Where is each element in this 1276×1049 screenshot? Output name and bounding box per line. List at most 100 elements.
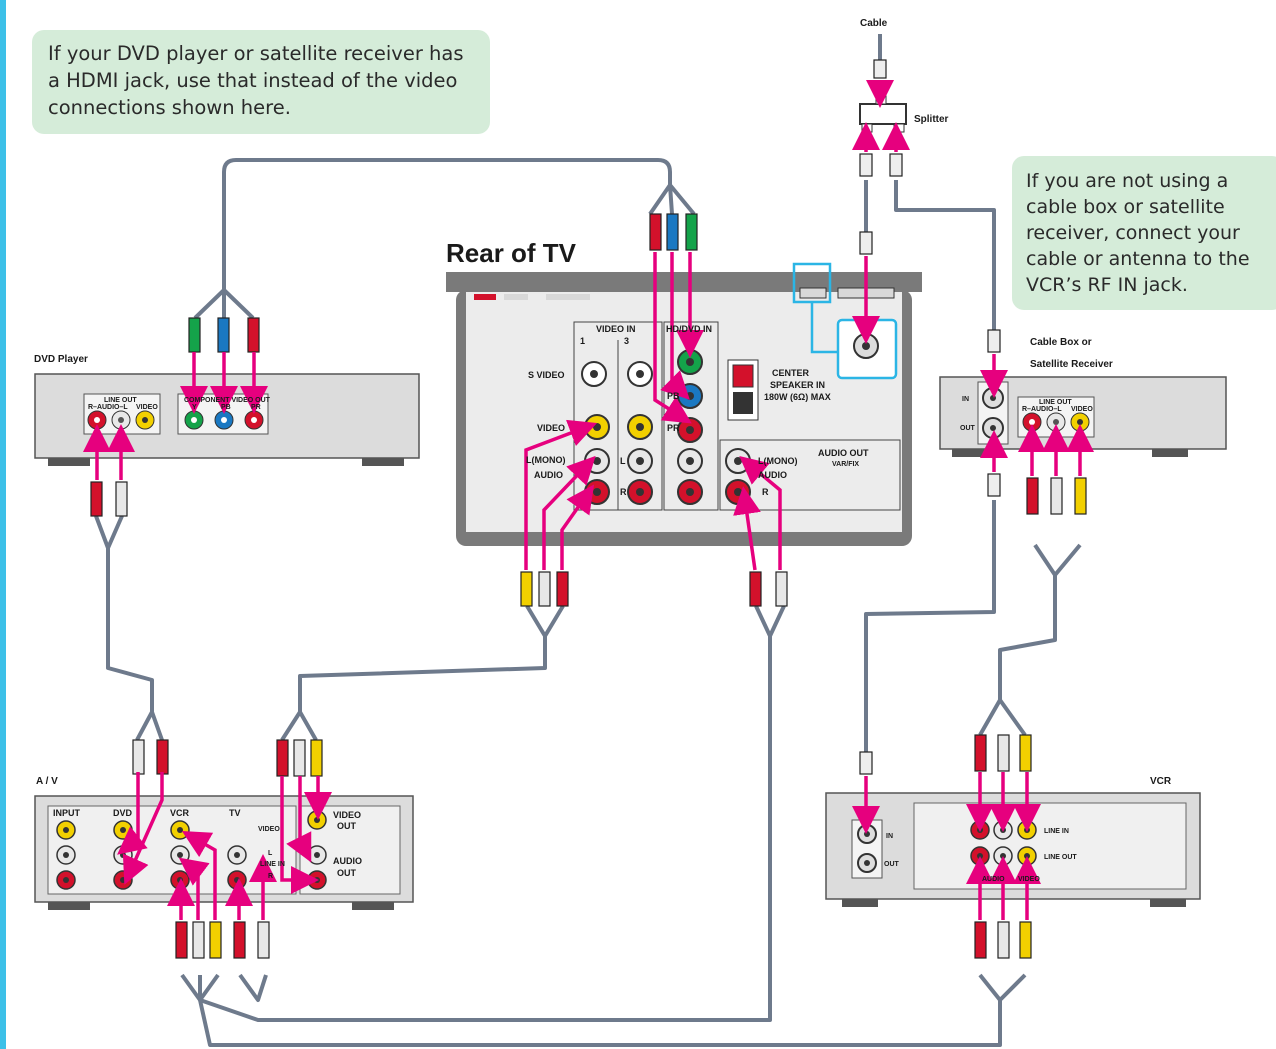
av-label-dvd: DVD: [113, 808, 133, 818]
box-rf-out: [982, 417, 1004, 439]
av-tv-r: [227, 870, 247, 890]
tv-label-video: VIDEO: [537, 423, 565, 433]
label-vcr: VCR: [1150, 776, 1172, 787]
dvd-label-line-out: LINE OUT: [104, 397, 137, 404]
label-dvd-player: DVD Player: [34, 354, 88, 365]
tv-jack-l-3: [627, 448, 653, 474]
av-label-video-out: VIDEO: [333, 810, 361, 820]
av-label-audio-out: AUDIO: [333, 856, 362, 866]
av-video-out: [307, 810, 327, 830]
tv-label-pr: PR: [667, 423, 680, 433]
vcr-line-out-r: [970, 846, 990, 866]
tv-label-in3: 3: [624, 336, 629, 346]
note-hdmi: If your DVD player or satellite receiver…: [32, 30, 490, 134]
tv-jack-hd-l: [677, 448, 703, 474]
cable-dvd-audio: [106, 548, 154, 712]
av-label-r: R: [268, 873, 273, 880]
box-label-video: VIDEO: [1071, 406, 1093, 413]
dvd-label-component: COMPONENT VIDEO OUT: [184, 397, 271, 404]
vcr-label-video: VIDEO: [1018, 876, 1040, 883]
vcr-label-line-in: LINE IN: [1044, 828, 1069, 835]
tv-label-l-mono: L(MONO): [526, 455, 566, 465]
cable-tv-audio-vcr: [199, 636, 772, 1022]
splitter: [859, 95, 907, 133]
tv-jack-l-1: [584, 448, 610, 474]
tv-jack-video-1: [584, 414, 610, 440]
av-input-video: [56, 820, 76, 840]
av-label-l: L: [268, 850, 273, 857]
cable-splitter-box: [894, 180, 996, 330]
vcr-label-audio: AUDIO: [982, 876, 1005, 883]
vcr-label-line-out: LINE OUT: [1044, 854, 1077, 861]
tv-label-out-l-mono: L(MONO): [758, 456, 798, 466]
av-label-video: VIDEO: [258, 826, 280, 833]
label-cable-box-1: Cable Box or: [1030, 337, 1092, 348]
av-dvd-video: [113, 820, 133, 840]
tv-label-video-in: VIDEO IN: [596, 324, 636, 334]
cable-box-vcr-rf: [864, 500, 996, 752]
tv-label-speaker-in: SPEAKER IN: [770, 380, 825, 390]
tv-label-s-video: S VIDEO: [528, 370, 565, 380]
av-tv-l: [227, 845, 247, 865]
av-vcr-l: [170, 845, 190, 865]
tv-label-hd-dvd-in: HD/DVD IN: [666, 324, 712, 334]
note-antenna: If you are not using a cable box or sate…: [1012, 156, 1276, 310]
vcr-label-in: IN: [886, 833, 893, 840]
av-label-tv: TV: [229, 808, 241, 818]
vcr-rf-out: [857, 853, 877, 873]
vcr-line-out-l: [993, 846, 1013, 866]
dvd-jack-l: [111, 410, 131, 430]
left-accent-bar: [0, 0, 6, 1049]
dvd-jack-y: [184, 410, 204, 430]
cable-box-vcr-audio: [998, 575, 1057, 700]
box-label-out: OUT: [960, 425, 976, 432]
tv-label-in1: 1: [580, 336, 585, 346]
tv-jack-pb: [677, 383, 703, 409]
tv-label-out-r: R: [762, 487, 769, 497]
vcr-label-out: OUT: [884, 861, 900, 868]
av-label-line-in: LINE IN: [260, 861, 285, 868]
tv-jack-r-1: [584, 479, 610, 505]
cable-box: [939, 376, 1227, 457]
av-label-audio-out-2: OUT: [337, 868, 357, 878]
tv-svideo-3: [627, 361, 653, 387]
tv-label-var-fix: VAR/FIX: [832, 461, 859, 468]
box-jack-video: [1070, 412, 1090, 432]
tv-jack-video-3: [627, 414, 653, 440]
av-input-l: [56, 845, 76, 865]
tv-label-center: CENTER: [772, 368, 810, 378]
vcr: [825, 792, 1201, 907]
label-splitter: Splitter: [914, 114, 949, 125]
tv-jack-y: [677, 349, 703, 375]
av-input-r: [56, 870, 76, 890]
tv-jack-audio-out-l: [725, 448, 751, 474]
av-vcr-video: [170, 820, 190, 840]
box-rf-in: [982, 387, 1004, 409]
label-cable-box-2: Satellite Receiver: [1030, 359, 1113, 370]
dvd-jack-pr: [244, 410, 264, 430]
tv-rear: [446, 262, 922, 546]
vcr-rf-in: [857, 824, 877, 844]
cable-tv-out-av: [298, 636, 547, 712]
tv-jack-hd-r: [677, 479, 703, 505]
connection-arrows: [83, 80, 1094, 920]
tv-label-out-audio: AUDIO: [758, 470, 787, 480]
vcr-line-in-l: [993, 820, 1013, 840]
av-dvd-l: [113, 845, 133, 865]
dvd-label-video: VIDEO: [136, 404, 158, 411]
av-vcr-r: [170, 870, 190, 890]
tv-label-pb: PB: [667, 391, 680, 401]
box-label-line-out: LINE OUT: [1039, 399, 1072, 406]
tv-label-r: R: [620, 487, 627, 497]
dvd-player: [34, 373, 420, 466]
label-rear-tv: Rear of TV: [446, 238, 577, 268]
av-audio-out-l: [307, 845, 327, 865]
vcr-line-in-r: [970, 820, 990, 840]
vcr-line-out-video: [1017, 846, 1037, 866]
dvd-jack-pb: [214, 410, 234, 430]
tv-jack-r-3: [627, 479, 653, 505]
box-jack-r: [1022, 412, 1042, 432]
tv-label-audio: AUDIO: [534, 470, 563, 480]
box-jack-l: [1046, 412, 1066, 432]
plugs: [90, 59, 1087, 959]
